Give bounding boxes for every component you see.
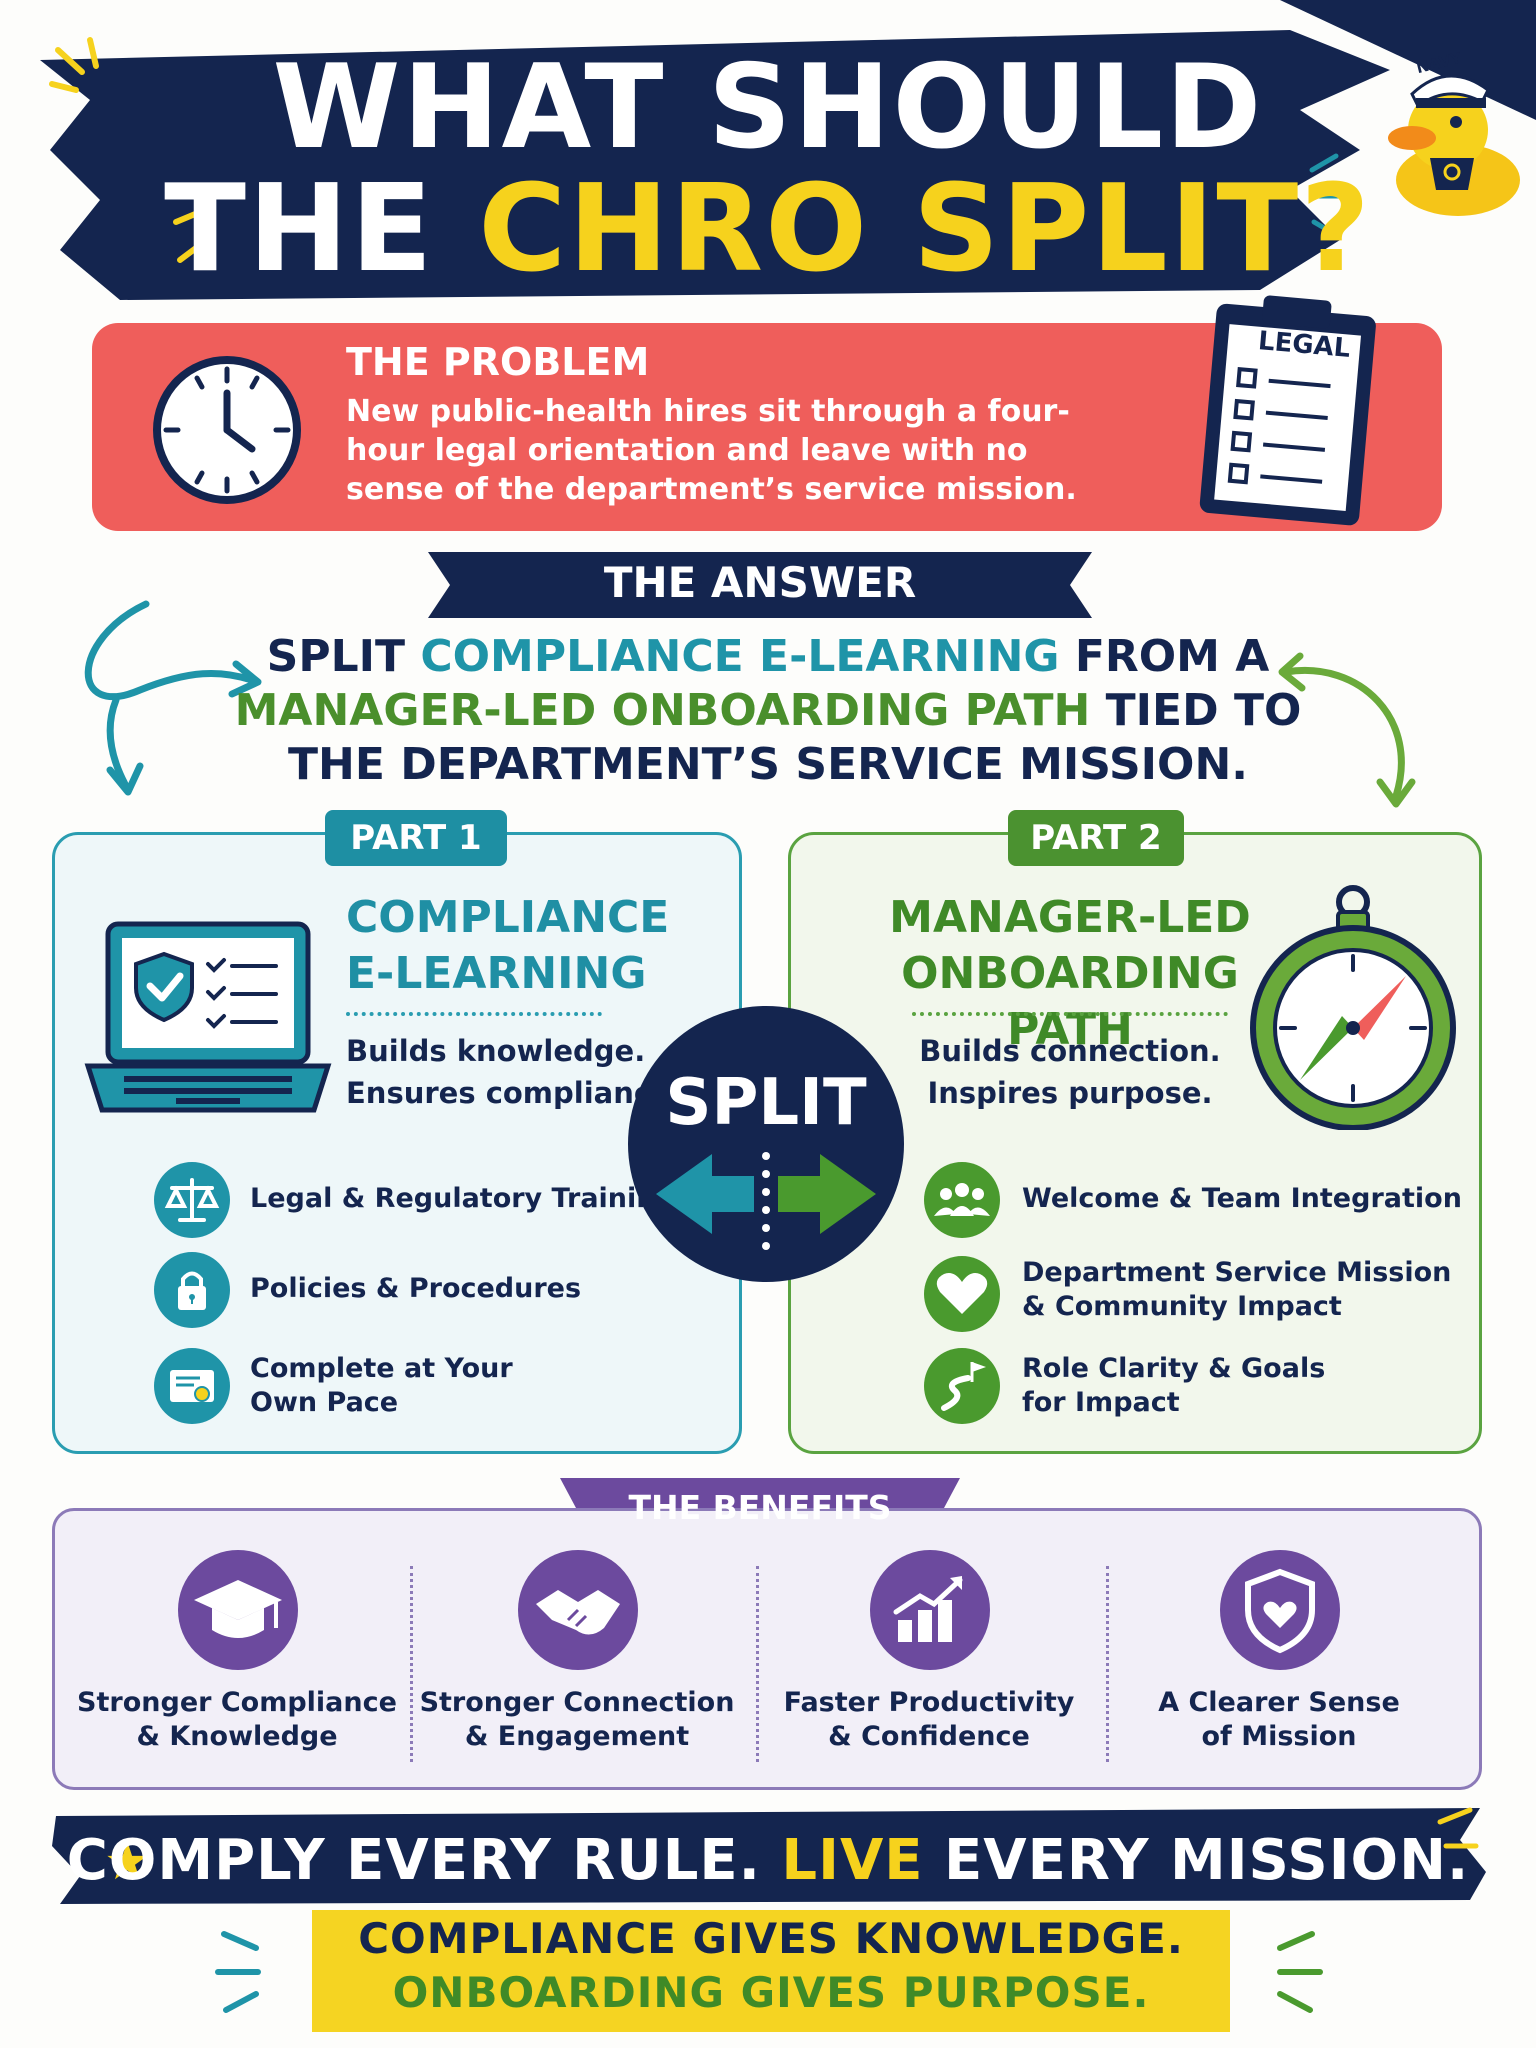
part1-tagline-line2: Ensures compliance.: [346, 1076, 682, 1110]
scales-icon: [154, 1162, 230, 1238]
bottom-slogan: COMPLY EVERY RULE. LIVE EVERY MISSION.: [0, 1828, 1536, 1893]
part2-item-2-line1: Department Service Mission: [1022, 1257, 1452, 1288]
part2-tagline-line2: Inspires purpose.: [927, 1076, 1213, 1110]
part1-divider: [346, 1012, 602, 1016]
duck-mascot-icon: [1388, 74, 1520, 216]
benefit-1-label: Stronger Compliance& Knowledge: [72, 1686, 402, 1754]
benefit-1-line1: Stronger Compliance: [77, 1687, 397, 1718]
part2-title-line1: MANAGER-LED: [889, 892, 1251, 943]
benefits-separator: [756, 1566, 759, 1762]
part1-title-line2: E-LEARNING: [346, 948, 647, 999]
part2-divider: [912, 1012, 1228, 1016]
handshake-icon: [518, 1550, 638, 1670]
part1-item-3-line2: Own Pace: [250, 1387, 399, 1418]
answer-part-b: COMPLIANCE E-LEARNING: [420, 631, 1060, 682]
shield-heart-icon: [1220, 1550, 1340, 1670]
title-prefix: THE: [164, 160, 479, 299]
clipboard-icon: [1199, 295, 1376, 526]
part1-tagline: Builds knowledge. Ensures compliance.: [346, 1030, 682, 1114]
footer-line-1: COMPLIANCE GIVES KNOWLEDGE.: [358, 1914, 1184, 1963]
benefit-2-line1: Stronger Connection: [419, 1687, 735, 1718]
part2-item-3-line1: Role Clarity & Goals: [1022, 1353, 1326, 1384]
bottom-part-b: LIVE: [781, 1828, 924, 1893]
answer-part-e: TIED TO THE DEPARTMENT’S SERVICE MISSION…: [288, 685, 1302, 790]
growth-chart-icon: [870, 1550, 990, 1670]
title-line-1: WHAT SHOULD: [272, 40, 1264, 175]
graduation-cap-icon: [178, 1550, 298, 1670]
footer-highlight: [312, 1910, 1230, 2032]
benefit-3-line1: Faster Productivity: [783, 1687, 1075, 1718]
team-icon: [924, 1162, 1000, 1238]
title-highlight: CHRO SPLIT?: [478, 160, 1372, 299]
split-arrows-icon: [656, 1152, 876, 1250]
part1-item-1: Legal & Regulatory Training: [250, 1183, 675, 1214]
answer-title: THE ANSWER: [603, 558, 917, 607]
benefit-4-line1: A Clearer Sense: [1158, 1687, 1400, 1718]
benefit-4-line2: of Mission: [1201, 1721, 1357, 1752]
benefit-2-line2: & Engagement: [464, 1721, 690, 1752]
problem-text: New public-health hires sit through a fo…: [346, 394, 1077, 507]
answer-text: SPLIT COMPLIANCE E-LEARNING FROM A MANAG…: [230, 630, 1306, 792]
heart-icon: [924, 1256, 1000, 1332]
benefits-separator: [1106, 1566, 1109, 1762]
part2-item-3-line2: for Impact: [1022, 1387, 1180, 1418]
problem-title: THE PROBLEM: [346, 340, 650, 384]
benefits-title: THE BENEFITS: [628, 1488, 892, 1527]
benefit-3-label: Faster Productivity& Confidence: [764, 1686, 1094, 1754]
benefit-2-label: Stronger Connection& Engagement: [412, 1686, 742, 1754]
benefit-1-line2: & Knowledge: [136, 1721, 338, 1752]
part2-tagline: Builds connection. Inspires purpose.: [880, 1030, 1260, 1114]
compass-icon: [1250, 885, 1456, 1130]
part1-tagline-line1: Builds knowledge.: [346, 1034, 646, 1068]
split-circle: [628, 1006, 904, 1282]
part1-item-2: Policies & Procedures: [250, 1273, 582, 1304]
star-icon: ★: [104, 1832, 151, 1892]
part1-item-3-line1: Complete at Your: [250, 1353, 513, 1384]
benefit-3-line2: & Confidence: [828, 1721, 1030, 1752]
laptop-icon: [84, 921, 332, 1113]
clock-icon: [153, 356, 301, 504]
part1-title-line1: COMPLIANCE: [346, 892, 670, 943]
part2-item-2-line2: & Community Impact: [1022, 1291, 1342, 1322]
footer-line-2: ONBOARDING GIVES PURPOSE.: [392, 1968, 1150, 2017]
lock-icon: [154, 1252, 230, 1328]
part2-item-1: Welcome & Team Integration: [1022, 1183, 1462, 1214]
split-label: SPLIT: [665, 1066, 867, 1140]
certificate-icon: [154, 1348, 230, 1424]
answer-part-a: SPLIT: [266, 631, 421, 682]
answer-part-c: FROM A: [1059, 631, 1270, 682]
bottom-part-c: EVERY MISSION.: [923, 1828, 1470, 1893]
part2-tagline-line1: Builds connection.: [919, 1034, 1221, 1068]
path-flag-icon: [924, 1348, 1000, 1424]
answer-part-d: MANAGER-LED ONBOARDING PATH: [234, 685, 1091, 736]
bottom-part-a: COMPLY EVERY RULE.: [66, 1828, 782, 1893]
part2-item-2: Department Service Mission& Community Im…: [1022, 1256, 1451, 1324]
part2-tag: PART 2: [1008, 810, 1184, 866]
part1-tag: PART 1: [325, 810, 507, 866]
title-line-2: THE CHRO SPLIT?: [0, 160, 1536, 299]
benefits-separator: [410, 1566, 413, 1762]
